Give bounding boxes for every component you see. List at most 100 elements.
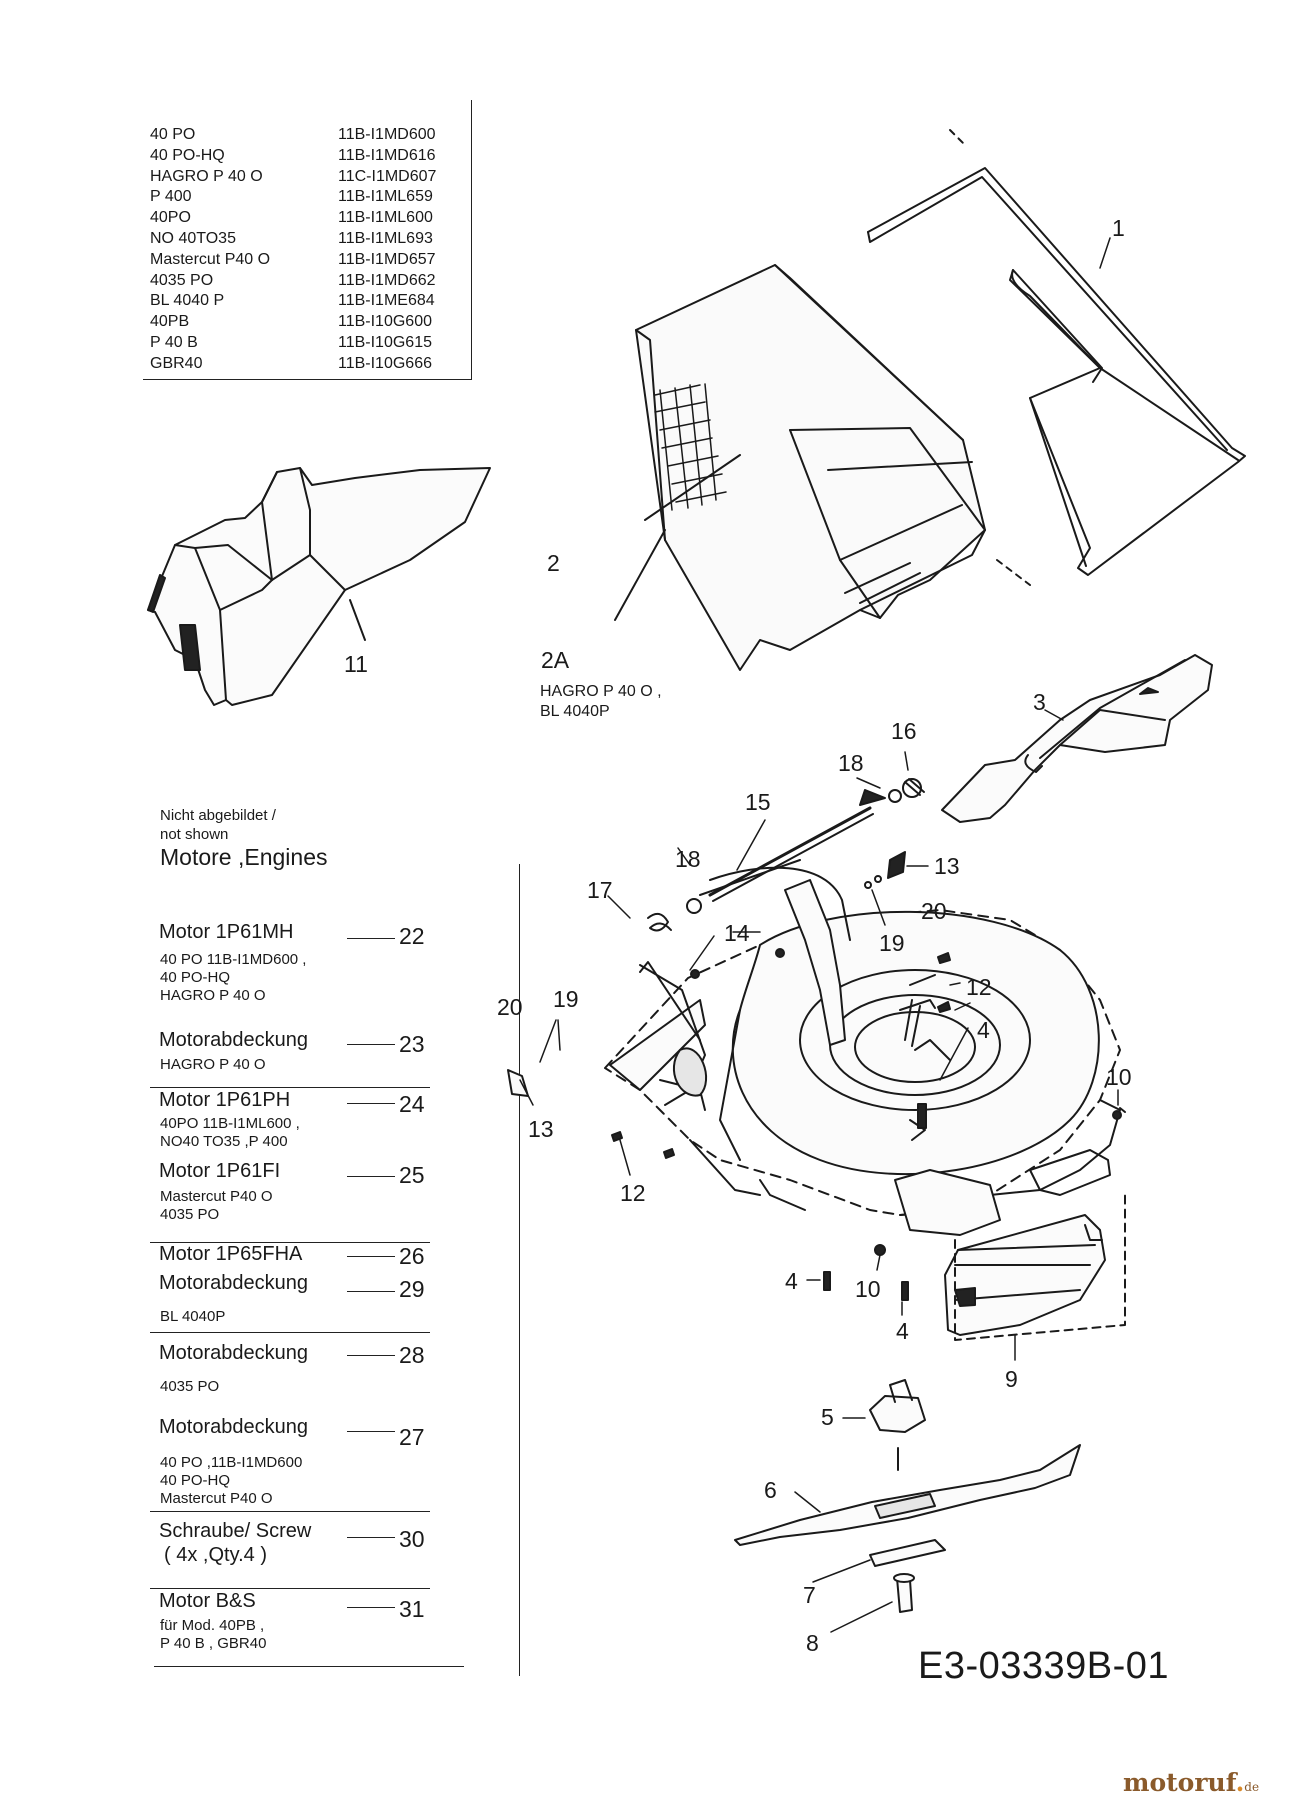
model-code: 11C-I1MD607	[338, 167, 437, 185]
legend-entry-name: Motor 1P61PH	[159, 1089, 291, 1111]
part-9-front-skirt	[944, 1194, 1126, 1341]
callout-4: 4	[785, 1268, 798, 1294]
callout-18: 18	[675, 846, 701, 872]
callout-15: 15	[745, 789, 771, 815]
model-name: Mastercut P40 O	[150, 250, 271, 268]
model-name: P 40 B	[150, 333, 198, 351]
legend-separator	[150, 1588, 430, 1589]
model-code: 11B-I1MD616	[338, 146, 436, 164]
model-name: 4035 PO	[150, 271, 214, 289]
callout-19: 19	[553, 986, 579, 1012]
legend-note: Nicht abgebildet / not shown	[160, 806, 276, 844]
legend-entry-name: Motor 1P61FI	[159, 1160, 281, 1182]
legend-entry-model-line: HAGRO P 40 O	[160, 1056, 266, 1073]
model-row: P 40 B 11B-I10G615	[150, 333, 470, 354]
rear-hinge-hardware	[647, 778, 925, 932]
legend-tick	[347, 1537, 395, 1538]
legend-entry-name: Motor 1P61MH	[159, 921, 294, 943]
model-code: 11B-I1ML693	[338, 229, 433, 247]
legend-divider	[519, 864, 520, 1676]
model-row: HAGRO P 40 O 11C-I1MD607	[150, 167, 470, 188]
callout-3: 3	[1033, 689, 1046, 715]
model-name: BL 4040 P	[150, 292, 225, 310]
legend-tick	[347, 938, 395, 939]
legend-entry-models: HAGRO P 40 O	[160, 1056, 266, 1074]
legend-divider	[154, 1666, 464, 1667]
brand-name: motoruf	[1123, 1768, 1236, 1797]
legend-separator	[150, 1087, 430, 1088]
note-2a-line: HAGRO P 40 O ,	[540, 683, 662, 700]
model-row: BL 4040 P 11B-I1ME684	[150, 291, 470, 312]
legend-entry-name: Motor 1P65FHA	[159, 1243, 303, 1265]
legend-entry-model-line: NO40 TO35 ,P 400	[160, 1133, 288, 1150]
legend-entry-model-line: 4035 PO	[160, 1206, 220, 1223]
model-code: 11B-I1MD657	[338, 250, 436, 268]
legend-note-line: Nicht abgebildet /	[160, 807, 276, 824]
legend-entry-models: 4035 PO	[160, 1378, 219, 1396]
legend-separator	[150, 1332, 430, 1333]
model-name: 40PO	[150, 209, 191, 227]
brand-logo: motoruf.de	[1123, 1768, 1259, 1797]
model-name: GBR40	[150, 354, 203, 372]
brand-suffix: de	[1244, 1780, 1260, 1794]
legend-tick	[347, 1103, 395, 1104]
callout-11: 11	[344, 651, 368, 677]
model-name: HAGRO P 40 O	[150, 167, 263, 185]
callout-20: 20	[497, 994, 523, 1020]
callout-17: 17	[587, 877, 613, 903]
model-code: 11B-I10G615	[338, 333, 432, 351]
legend-entry-model-line: 40 PO ,11B-I1MD600	[160, 1454, 303, 1471]
legend-entry-number: 23	[399, 1031, 425, 1057]
model-code: 11B-I1ME684	[338, 292, 435, 310]
legend-entry-name: Motorabdeckung	[159, 1416, 308, 1438]
legend-separator	[150, 1242, 430, 1243]
legend-tick	[347, 1256, 395, 1257]
callout-10: 10	[1106, 1064, 1132, 1090]
legend-entry-model-line: 40PO 11B-I1ML600 ,	[160, 1115, 300, 1132]
legend-entry-number: 30	[399, 1526, 425, 1552]
note-2a-line: BL 4040P	[540, 703, 610, 720]
legend-tick	[347, 1355, 395, 1356]
model-name: 40 PO	[150, 126, 196, 143]
model-row: 40 PO 11B-I1MD600	[150, 125, 470, 146]
callout-6: 6	[764, 1477, 777, 1503]
legend-entry-number: 27	[399, 1424, 425, 1450]
legend-entry-number: 31	[399, 1596, 425, 1622]
brand-dot: .	[1235, 1768, 1245, 1797]
callout-4: 4	[977, 1017, 990, 1043]
part-2-grass-bag	[614, 264, 986, 671]
model-row: 40PO 11B-I1ML600	[150, 208, 470, 229]
model-name: 40PB	[150, 313, 190, 331]
callout-1: 1	[1112, 215, 1125, 241]
legend-entry-models: für Mod. 40PB ,P 40 B , GBR40	[160, 1617, 266, 1653]
leader-lines	[519, 237, 1119, 1633]
callout-13: 13	[934, 853, 960, 879]
legend-tick	[347, 1176, 395, 1177]
model-name: NO 40TO35	[150, 229, 236, 247]
callout-7: 7	[803, 1582, 816, 1608]
note-2a: HAGRO P 40 O , BL 4040P	[540, 682, 662, 722]
model-code: 11B-I1ML600	[338, 209, 433, 227]
callout-16: 16	[891, 718, 917, 744]
callout-2: 2	[547, 550, 560, 576]
blade-assembly	[734, 1379, 1081, 1613]
drawing-code: E3-03339B-01	[918, 1645, 1170, 1687]
engine-legend: Nicht abgebildet / not shown Motore ,Eng…	[150, 806, 520, 1676]
legend-entry-number: 24	[399, 1091, 425, 1117]
legend-entry-number: 29	[399, 1276, 425, 1302]
model-code: 11B-I1MD600	[338, 126, 436, 143]
callout-13: 13	[528, 1116, 554, 1142]
legend-entry-models: BL 4040P	[160, 1308, 225, 1326]
model-code: 11B-I10G666	[338, 354, 432, 372]
legend-entry-model-line: 40 PO-HQ	[160, 1472, 231, 1489]
legend-entry-model-line: 4035 PO	[160, 1378, 220, 1395]
legend-entry-name: Motor B&S	[159, 1590, 256, 1612]
legend-entry-name: Motorabdeckung	[159, 1272, 308, 1294]
legend-entry-models: 40PO 11B-I1ML600 ,NO40 TO35 ,P 400	[160, 1115, 300, 1151]
